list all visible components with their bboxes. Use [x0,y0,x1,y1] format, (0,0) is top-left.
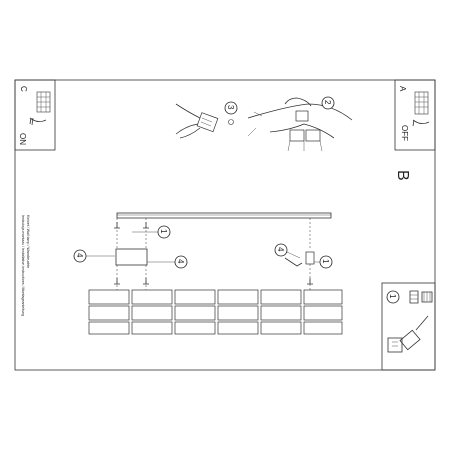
panel-c-switch-on: C ON [14,79,56,151]
wire-bundle [175,103,201,139]
callout-1-number: 1 [321,259,330,264]
terminal-block-icon [196,112,219,133]
wire-ends [247,111,263,137]
side-note-line-1: Instrukcja montażu / Installation instru… [21,215,25,316]
screw-icon [143,222,149,229]
corner-label-c: C [19,86,28,92]
panel-c-frame [14,79,56,151]
panel-a-switch-off: A OFF [394,79,436,151]
wall-plug-screw-icon [409,290,433,304]
step-2-marker [321,96,335,110]
callout-1 [319,255,333,269]
light-bulb-icon [36,91,51,113]
callout-4-number: 4 [176,259,185,264]
callout-4-number: 4 [276,247,285,252]
callout-1-number: 1 [159,229,168,234]
ceiling-line [247,103,353,121]
mount-bracket [284,97,312,107]
screw-icon [114,278,120,285]
step-2-ceiling-mount: 2 [247,96,353,152]
parts-panel-frame [381,282,436,371]
callout-4-number: 4 [75,253,84,258]
panel-a-frame [394,79,436,151]
callout-4 [73,249,87,263]
corner-label-a: A [398,86,407,92]
fixture-diagram: 1 4 4 4 1 [73,212,343,335]
callout-4 [174,255,188,269]
switch-off-label: OFF [400,125,409,141]
callout-4 [274,243,288,257]
hand-switch-icon [29,117,47,126]
step-3-marker [224,101,238,115]
switch-on-label: ON [18,133,27,145]
glass-shades [88,289,343,335]
mounting-rail [116,212,332,219]
step-3-number: 3 [226,105,235,110]
ground-symbol-icon [228,119,234,125]
part-1-number: 1 [388,294,397,299]
connector-sleeve [305,251,315,265]
wire-loop [269,123,335,139]
side-note: Instrukcja montażu / Installation instru… [21,215,30,316]
canopy-box [115,248,148,266]
light-bulb-icon [414,91,429,115]
panel-letter-b: B [394,170,411,181]
part-1-marker [386,290,400,304]
drill-icon [387,315,429,353]
step-2-number: 2 [323,100,332,105]
screw-icon [114,222,120,229]
parts-panel: 1 [381,282,436,371]
side-note-line-2: Kinkiet / Wall lamp / Wandleuchte [26,215,30,268]
screw-icon [143,278,149,285]
hand-switch-icon [412,119,430,127]
allen-key-icon [284,257,303,267]
callout-1 [157,225,171,239]
terminal-block-icon [287,110,323,152]
screw-icon [307,278,313,285]
step-3-wiring: 3 [175,101,238,139]
leader-line [286,251,301,259]
sheet-border [14,79,436,371]
